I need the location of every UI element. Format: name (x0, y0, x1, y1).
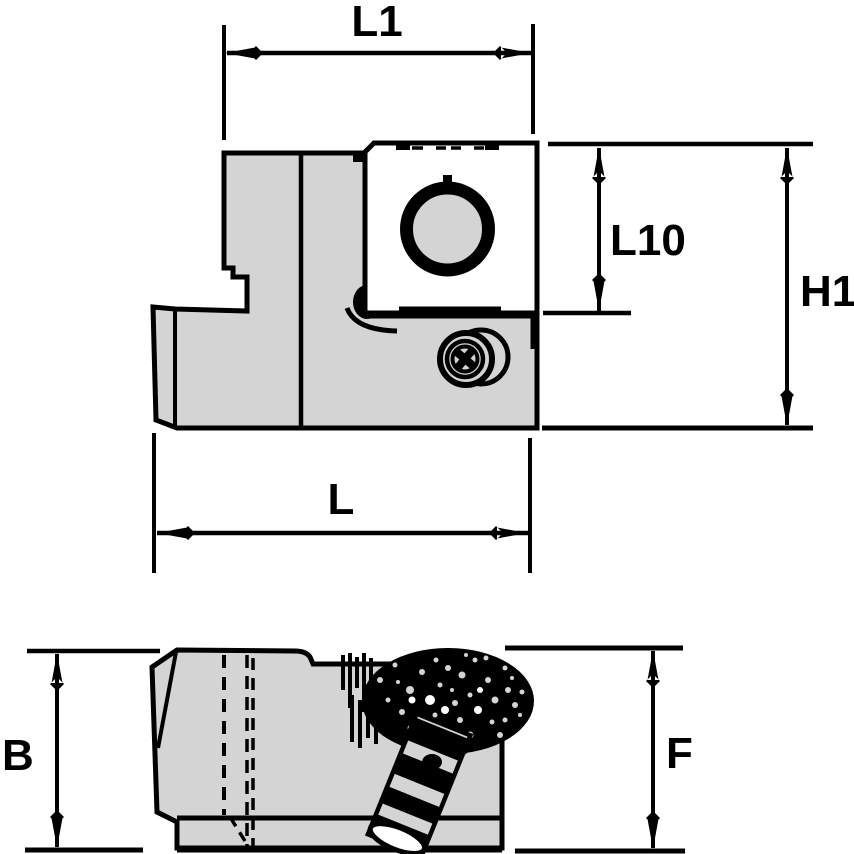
dimension-arrow (780, 388, 794, 426)
dimension-l-label: L (328, 475, 355, 524)
dimension-arrow (592, 147, 606, 185)
left-facet-edge-side (156, 651, 178, 749)
dimension-b: B (2, 648, 160, 853)
dimension-b-label: B (2, 731, 34, 780)
screw-neck-shadow (422, 754, 442, 770)
hidden-hole-line (228, 816, 247, 842)
pocket-seat-curve (344, 306, 398, 334)
dimension-h1: H1 (542, 147, 854, 431)
dimension-f: F (505, 645, 693, 854)
dimension-arrow (646, 811, 660, 849)
insert-screw-hole (400, 181, 495, 277)
screw-head-knurled (362, 648, 534, 754)
dimension-f-label: F (666, 729, 693, 778)
insert-hole-nub (443, 175, 452, 182)
dimension-arrow (646, 650, 660, 688)
clamp-screw-side (362, 648, 534, 854)
dimension-h1-label: H1 (800, 267, 854, 316)
side-view: B F (2, 645, 693, 854)
dimension-arrow (50, 653, 64, 691)
screw-head-ring-outer (444, 338, 486, 380)
dimension-l1: L1 (222, 0, 535, 140)
dimension-arrow (157, 526, 195, 540)
screw-head-ring-inner (450, 344, 480, 374)
clamp-screw-top (437, 327, 511, 388)
dimension-l10: L10 (543, 141, 813, 316)
dimension-arrow (493, 46, 531, 60)
dimension-arrow (225, 46, 263, 60)
pocket-corner-mark (353, 151, 367, 162)
screw-neck-shadow (440, 737, 470, 757)
dimension-l10-label: L10 (610, 216, 686, 265)
dimension-l1-label: L1 (351, 0, 402, 46)
dimension-arrow (489, 526, 527, 540)
top-view: L1 L L10 H1 (150, 0, 854, 573)
dimension-arrow (50, 810, 64, 848)
screw-tip (367, 821, 428, 854)
dimension-arrow (780, 147, 794, 185)
dimension-arrow (592, 273, 606, 311)
phillips-recess-icon (451, 345, 479, 373)
dimension-l: L (152, 433, 532, 573)
